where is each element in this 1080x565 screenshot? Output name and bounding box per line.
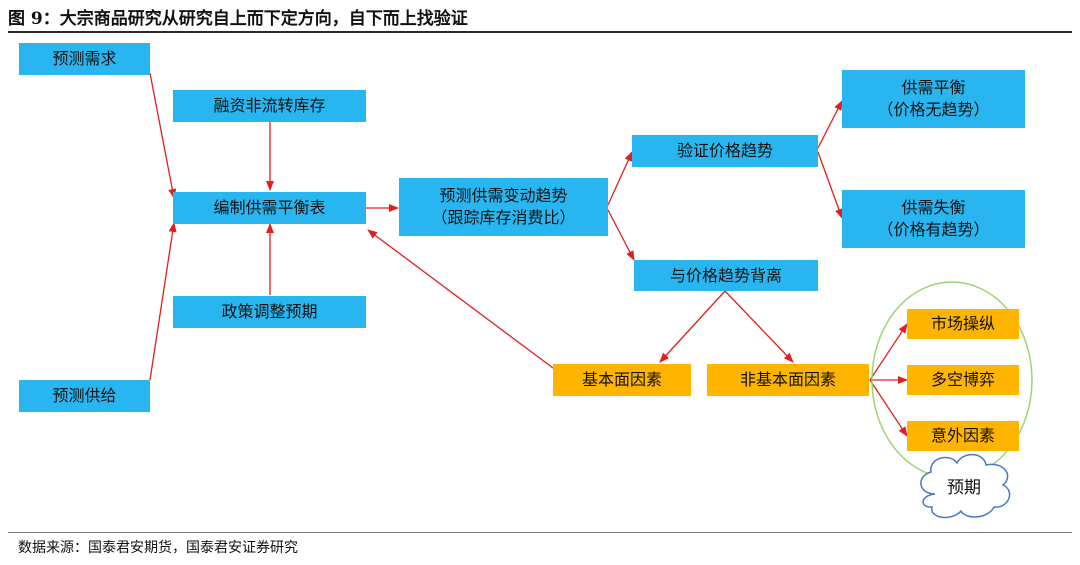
accident-factors-box: 意外因素 (907, 421, 1019, 451)
trend-line-1: 预测供需变动趋势 (439, 186, 568, 205)
arrow-supply-to-balance (149, 222, 177, 381)
arrow-diverge-to-fundamental (659, 290, 726, 363)
fundamental-factors-label: 基本面因素 (581, 370, 662, 389)
arrow-fundamental-to-balance (367, 229, 554, 369)
figure-title: 图 9：大宗商品研究从研究自上而下定方向，自下而上找验证 (8, 9, 468, 29)
arrow-diverge-to-nonfundamental (724, 290, 794, 363)
policy-expectation-label: 政策调整预期 (221, 302, 318, 321)
verify-price-trend-label: 验证价格趋势 (676, 141, 773, 160)
balance-sheet-label: 编制供需平衡表 (213, 198, 326, 217)
arrow-nonfundamental-to-accident (869, 379, 908, 437)
balance-state-line-2: （价格无趋势） (877, 100, 990, 119)
balance-sheet-box: 编制供需平衡表 (173, 192, 366, 224)
market-manipulation-box: 市场操纵 (907, 309, 1019, 339)
supply-demand-balance-box: 供需平衡 （价格无趋势） (842, 70, 1025, 128)
long-short-game-box: 多空博弈 (907, 365, 1019, 395)
long-short-game-label: 多空博弈 (930, 370, 995, 389)
arrow-trend-to-diverge (607, 209, 635, 261)
source-divider (8, 532, 1072, 533)
arrow-nonfundamental-to-manipulation (869, 323, 908, 381)
non-fundamental-factors-box: 非基本面因素 (707, 364, 869, 396)
arrow-trend-to-verify (607, 151, 633, 206)
accident-factors-label: 意外因素 (930, 426, 995, 445)
forecast-demand-box: 预测需求 (19, 43, 150, 75)
arrow-demand-to-balance (149, 72, 177, 199)
policy-expectation-box: 政策调整预期 (173, 296, 366, 328)
imbalance-state-line-2: （价格有趋势） (877, 220, 990, 239)
verify-price-trend-box: 验证价格趋势 (632, 135, 818, 167)
balance-state-line-1: 供需平衡 (901, 78, 966, 97)
diverge-price-trend-label: 与价格趋势背离 (669, 265, 782, 285)
expectation-cloud (920, 453, 1011, 519)
diverge-price-trend-box: 与价格趋势背离 (634, 260, 818, 291)
financing-stock-label: 融资非流转库存 (213, 96, 326, 115)
forecast-supply-box: 预测供给 (19, 380, 150, 412)
source-note: 数据来源：国泰君安期货，国泰君安证券研究 (18, 540, 298, 556)
arrow-verify-to-imbalance-state (817, 151, 843, 219)
forecast-supply-label: 预测供给 (52, 386, 117, 405)
market-manipulation-label: 市场操纵 (930, 314, 995, 333)
non-fundamental-factors-label: 非基本面因素 (739, 370, 836, 389)
fundamental-factors-box: 基本面因素 (553, 364, 691, 396)
supply-demand-trend-box: 预测供需变动趋势 （跟踪库存消费比） (399, 178, 608, 236)
imbalance-state-line-1: 供需失衡 (901, 198, 966, 217)
supply-demand-imbalance-box: 供需失衡 （价格有趋势） (842, 190, 1025, 248)
expectation-label: 预期 (947, 478, 981, 498)
arrow-verify-to-balance-state (817, 100, 843, 149)
trend-line-2: （跟踪库存消费比） (431, 208, 576, 227)
financing-stock-box: 融资非流转库存 (173, 90, 366, 122)
forecast-demand-label: 预测需求 (52, 49, 117, 68)
title-divider (8, 31, 1072, 33)
